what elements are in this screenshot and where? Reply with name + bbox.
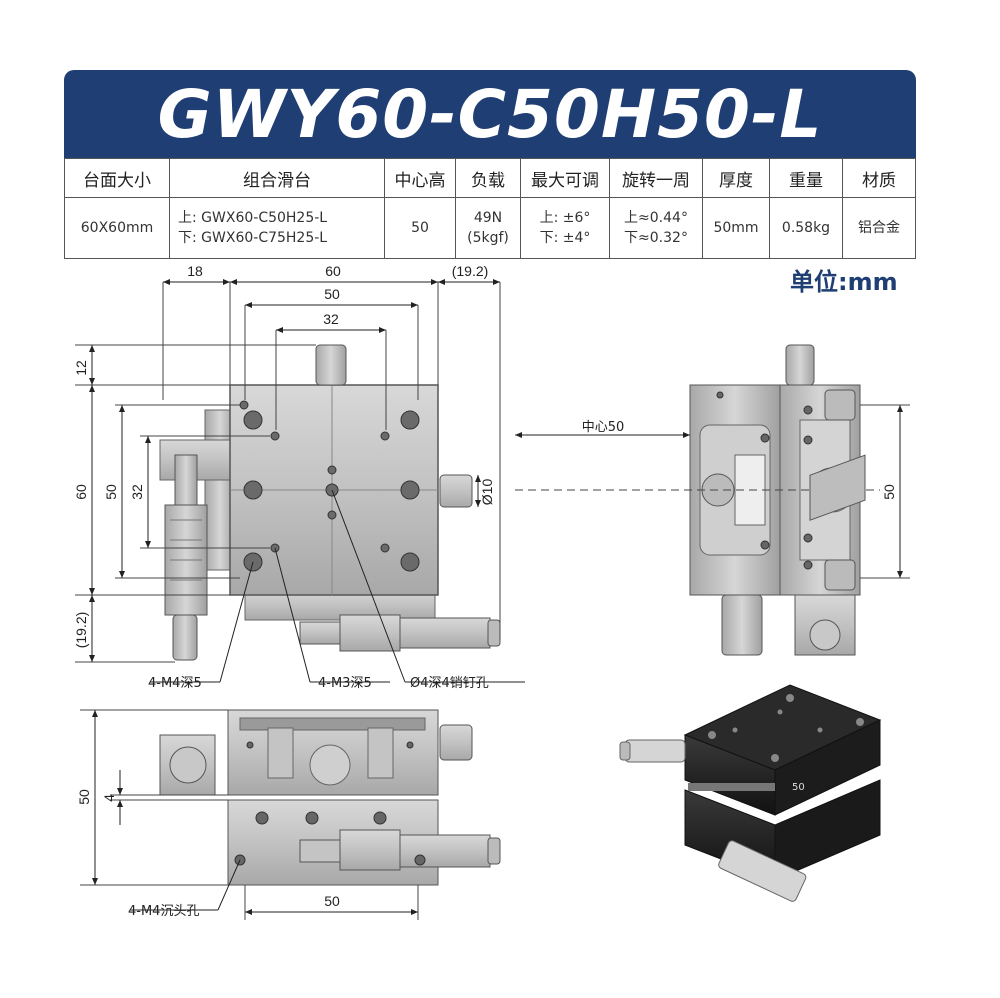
callout-m3: 4-M3深5 [318,676,372,691]
photo-plate-mark: 50 [792,782,805,793]
front-dim-4: 4 [101,794,117,802]
dim-50-left: 50 [103,484,119,500]
header-size: 台面大小 [64,158,170,198]
top-view: 18 60 (19.2) 50 32 12 60 (19.2) 50 32 Ø1… [73,263,525,691]
cell-weight: 0.58kg [769,197,843,259]
header-center-height: 中心高 [384,158,456,198]
dim-19-2-left: (19.2) [73,612,89,649]
header-thickness: 厚度 [702,158,770,198]
cell-combo: 上: GWX60-C50H25-L 下: GWX60-C75H25-L [169,197,385,259]
front-dim-50-bottom: 50 [324,893,340,909]
adjust-line2: 下: ±4° [539,230,591,246]
header-weight: 重量 [769,158,843,198]
dim-60-left: 60 [73,484,89,500]
product-photo: 50 [619,454,882,902]
header-rotation: 旋转一周 [609,158,703,198]
cell-material: 铝合金 [842,197,916,259]
side-center-label: 中心50 [582,420,625,435]
front-dim-50-left: 50 [76,789,92,805]
side-dim-50: 50 [881,484,897,500]
combo-line1: 上: GWX60-C50H25-L [178,210,328,226]
combo-line2: 下: GWX60-C75H25-L [178,230,328,246]
spec-table: 台面大小 组合滑台 中心高 负载 最大可调 旋转一周 厚度 重量 材质 60X6… [64,158,916,259]
cell-size: 60X60mm [64,197,170,259]
rotation-line1: 上≈0.44° [624,210,688,226]
dim-phi10: Ø10 [479,479,495,506]
bottom-micrometer [299,614,501,652]
cell-center-height: 50 [384,197,456,259]
spec-data-row: 60X60mm 上: GWX60-C50H25-L 下: GWX60-C75H2… [64,197,916,259]
dim-32-top: 32 [323,311,339,327]
cell-rotation: 上≈0.44° 下≈0.32° [609,197,703,259]
product-title: GWY60-C50H50-L [157,75,823,153]
adjust-line1: 上: ±6° [539,210,591,226]
rotation-line2: 下≈0.32° [624,230,688,246]
front-callout: 4-M4沉头孔 [128,904,199,919]
spec-header-row: 台面大小 组合滑台 中心高 负载 最大可调 旋转一周 厚度 重量 材质 [64,158,916,198]
load-line1: 49N [473,210,503,226]
load-line2: (5kgf) [467,230,509,246]
dim-32-left: 32 [129,484,145,500]
callout-m4: 4-M4深5 [148,676,202,691]
unit-label: 单位:mm [790,268,898,296]
header-material: 材质 [842,158,916,198]
callout-pin: Ø4深4销钉孔 [410,676,489,691]
front-view: 50 4 50 4-M4沉头孔 [76,709,501,920]
dim-60-top: 60 [325,263,341,279]
cell-adjust: 上: ±6° 下: ±4° [520,197,610,259]
dim-50-top: 50 [324,286,340,302]
left-micrometer [164,454,208,661]
dim-18: 18 [187,263,203,279]
dim-19-2-top: (19.2) [452,263,489,279]
title-banner: GWY60-C50H50-L [64,70,916,158]
dim-12: 12 [73,360,89,376]
cell-load: 49N (5kgf) [455,197,521,259]
